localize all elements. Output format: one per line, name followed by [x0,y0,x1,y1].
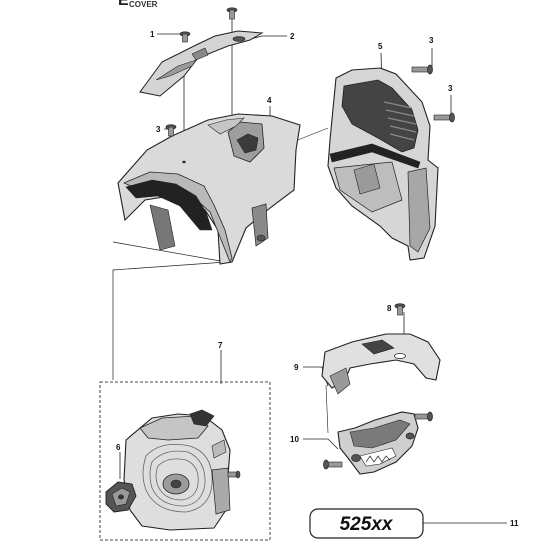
screw-part-1 [179,31,191,43]
section-title: COVER [129,0,158,9]
callout-5: 5 [378,42,383,51]
part-5-rear-housing [327,67,439,261]
callout-7: 7 [218,341,223,350]
part-10-lower-cover [337,411,419,475]
screw-part-2 [226,7,238,20]
part-9-cover [321,333,441,395]
screw-part-3-left [165,124,177,137]
kit-box-frame [99,381,271,541]
screw-part-10-right [414,411,433,422]
callout-10: 10 [290,435,299,444]
section-letter: E [118,0,129,9]
model-label-text: 525xx [340,514,394,535]
callout-4: 4 [267,96,272,105]
callout-8: 8 [387,304,392,313]
kit-guide-line [112,241,227,380]
callout-11: 11 [510,519,519,528]
screw-part-3-lower-right [433,112,455,123]
callout-6: 6 [116,443,121,452]
callout-3-lower-right: 3 [448,84,453,93]
callout-9: 9 [294,363,299,372]
screw-part-3-upper-right [411,64,433,75]
part-7-cover-assembly [123,409,241,531]
screw-part-8 [394,303,406,316]
callout-2: 2 [290,32,295,41]
part-4-main-cover [117,113,301,265]
model-label-box [309,508,424,539]
callout-3-upper-right: 3 [429,36,434,45]
callout-3-left: 3 [156,125,161,134]
callout-1: 1 [150,30,155,39]
part-6-knob [105,481,137,513]
part-2-top-cover [139,30,264,97]
screw-part-10-left [323,459,343,470]
